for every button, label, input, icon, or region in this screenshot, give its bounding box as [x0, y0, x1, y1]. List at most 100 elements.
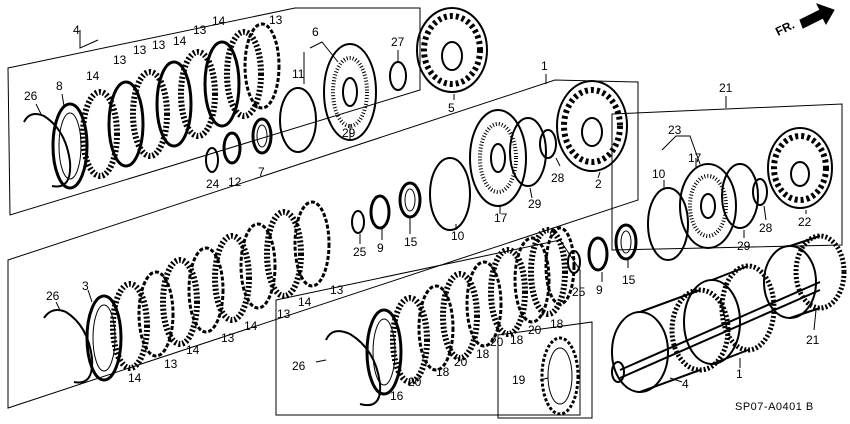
clutch-drum-2: [556, 80, 628, 172]
assembly-1-rear: [719, 263, 777, 353]
callout-26: 26: [46, 289, 60, 303]
callout-10: 10: [652, 167, 666, 181]
callout-25: 25: [572, 285, 586, 299]
piston-29a-face: [331, 56, 369, 128]
friction-disc-14g: [212, 233, 252, 323]
ring-11: [279, 87, 317, 153]
callout-2: 2: [595, 177, 602, 191]
steel-plate-13c: [203, 40, 241, 128]
callout-14: 14: [212, 14, 226, 28]
callout-9: 9: [377, 241, 384, 255]
callout-26: 26: [292, 359, 306, 373]
friction-disc-14d: [224, 29, 264, 119]
seal-15a: [398, 181, 422, 219]
clutch-drum-22-hub: [790, 161, 810, 187]
plate-18b: [465, 260, 503, 348]
clutch-drum-2-teeth: [561, 87, 623, 165]
spring-29c: [721, 163, 759, 229]
piston-17a-hub: [490, 143, 506, 173]
front-direction-label: FR.: [773, 18, 797, 39]
callout-21: 21: [719, 81, 733, 95]
clutch-drum-5: [416, 7, 488, 93]
seal-15a-inner: [404, 188, 416, 212]
callout-15: 15: [404, 235, 418, 249]
callout-29: 29: [528, 197, 542, 211]
callout-13: 13: [193, 23, 207, 37]
callout-11: 11: [292, 67, 305, 81]
spring-29b: [509, 117, 547, 187]
callout-13: 13: [113, 53, 127, 67]
group-4-labels: 4 6 11 27 5 29 13 14 13 14 13 13 13 14 8…: [24, 13, 455, 191]
group-1-clutch-assembly: [43, 74, 628, 384]
washer-24: [205, 147, 219, 173]
callout-23: 23: [668, 123, 682, 137]
callout-13: 13: [330, 283, 344, 297]
callout-14: 14: [173, 34, 187, 48]
callout-13: 13: [152, 38, 166, 52]
frame-part-19: [497, 321, 593, 419]
disc-20d: [528, 227, 568, 317]
callout-29: 29: [737, 239, 751, 253]
ring-10b: [647, 187, 689, 261]
plate-18c: [513, 236, 551, 324]
callout-20: 20: [408, 375, 422, 389]
group-21-leader-lines: [661, 96, 807, 238]
callout-20: 20: [490, 335, 504, 349]
plate-19-inner: [547, 347, 573, 405]
snap-ring-26b: [43, 309, 94, 384]
steel-plate-13g: [187, 246, 225, 334]
front-arrow-icon: [799, 3, 835, 29]
snap-ring-26: [23, 113, 72, 188]
callout-13: 13: [221, 331, 235, 345]
clutch-drum-2-hub: [581, 117, 603, 147]
washer-25b: [567, 250, 581, 274]
callout-1: 1: [736, 367, 743, 381]
frame-group-21: [611, 103, 843, 251]
callout-8: 8: [56, 79, 63, 93]
callout-9: 9: [596, 283, 603, 297]
group-4-clutch-pack: [23, 7, 488, 190]
group-lower-leader-lines: [315, 260, 629, 381]
callout-26: 26: [24, 89, 38, 103]
group-1-leader-lines: [55, 74, 601, 311]
seal-15b-inner: [620, 230, 632, 254]
callout-18: 18: [436, 365, 450, 379]
piston-17b-face: [688, 174, 728, 238]
o-ring-27: [389, 61, 407, 91]
disc-20b: [440, 271, 480, 361]
callout-13: 13: [277, 307, 291, 321]
clutch-drum-5-hub: [441, 41, 463, 71]
washer-25a: [351, 210, 365, 234]
callout-4: 4: [682, 377, 689, 391]
group-1-labels: 1 2 28 17 29 10 15 9 25 3 26 14 13 14 13…: [46, 59, 602, 385]
callout-12: 12: [228, 175, 242, 189]
group-lower-clutch-pack: [315, 223, 638, 416]
steel-plate-13a: [107, 80, 145, 168]
callout-16: 16: [390, 389, 404, 403]
callout-29: 29: [342, 126, 356, 140]
steel-plate-13f: [137, 270, 175, 358]
callout-18: 18: [476, 347, 490, 361]
callout-14: 14: [86, 69, 100, 83]
bearing-9a: [369, 194, 391, 230]
callout-20: 20: [528, 323, 542, 337]
callout-20: 20: [454, 355, 468, 369]
frame-group-1: [7, 79, 639, 409]
callout-5: 5: [448, 101, 455, 115]
piston-17b: [679, 163, 737, 249]
callout-18: 18: [550, 317, 564, 331]
bearing-9b: [587, 236, 609, 272]
friction-disc-14h: [264, 209, 304, 299]
steel-plate-13b: [155, 60, 193, 148]
callout-1: 1: [541, 59, 548, 73]
callout-19: 19: [512, 373, 526, 387]
callout-14: 14: [186, 343, 200, 357]
o-ring-28a: [539, 129, 557, 159]
front-direction-indicator: FR.: [773, 3, 835, 39]
callout-10: 10: [451, 229, 465, 243]
plate-16: [365, 308, 403, 396]
snap-ring-26c: [325, 330, 382, 406]
disc-20a: [390, 295, 430, 385]
plate-18a: [417, 284, 455, 372]
